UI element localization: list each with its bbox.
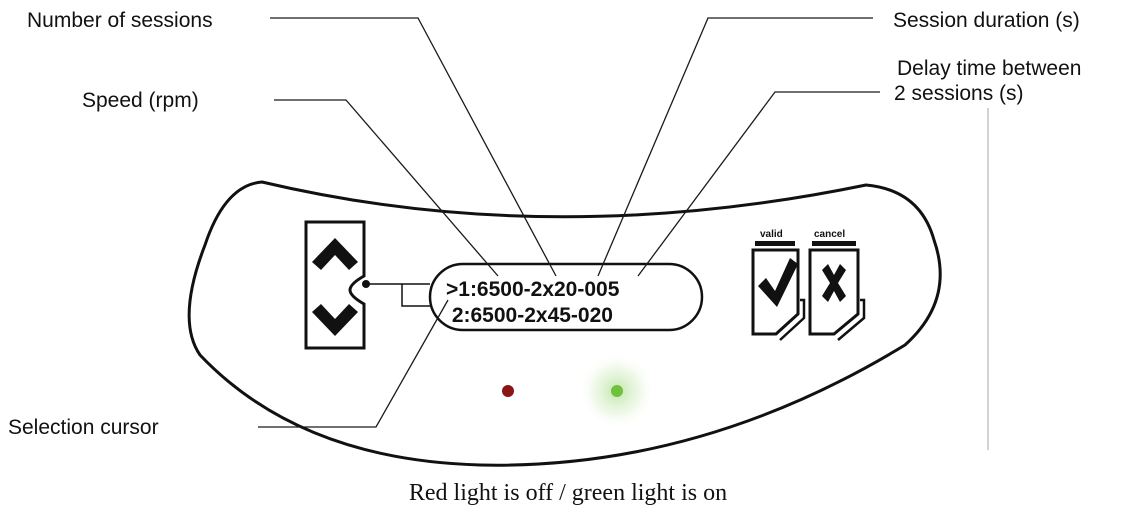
- valid-label-bar: [755, 241, 795, 246]
- leader-session-duration: [597, 17, 873, 277]
- label-session-duration: Session duration (s): [893, 9, 1080, 32]
- leader-speed: [274, 99, 499, 277]
- valid-label: valid: [760, 229, 783, 240]
- check-icon[interactable]: [758, 258, 798, 307]
- label-delay-line-1: Delay time between: [897, 57, 1081, 80]
- valid-button[interactable]: valid: [751, 229, 806, 341]
- cancel-label-bar: [812, 241, 856, 246]
- display-screen: [428, 262, 704, 332]
- cross-icon[interactable]: [822, 264, 846, 302]
- leader-number-of-sessions: [270, 17, 557, 277]
- label-speed: Speed (rpm): [82, 89, 199, 112]
- caption: Red light is off / green light is on: [409, 480, 727, 506]
- chevron-up-icon[interactable]: [312, 238, 358, 270]
- connector-line: [366, 283, 430, 307]
- cancel-button[interactable]: cancel: [808, 229, 866, 341]
- cancel-label: cancel: [814, 229, 845, 240]
- label-number-of-sessions: Number of sessions: [27, 9, 213, 32]
- display-line-1: >1:6500-2x20-005: [446, 278, 620, 301]
- leader-selection-cursor: [258, 299, 449, 428]
- label-selection-cursor: Selection cursor: [8, 416, 159, 439]
- label-delay-line-2: 2 sessions (s): [894, 82, 1024, 105]
- chevron-down-icon[interactable]: [312, 304, 358, 336]
- red-light: [502, 385, 514, 397]
- cancel-button-body: [808, 248, 860, 336]
- display-line-2: 2:6500-2x45-020: [446, 304, 613, 327]
- cancel-button-shadow: [837, 298, 866, 341]
- valid-button-shadow: [779, 298, 806, 341]
- green-light: [611, 385, 623, 397]
- leader-delay: [637, 91, 880, 277]
